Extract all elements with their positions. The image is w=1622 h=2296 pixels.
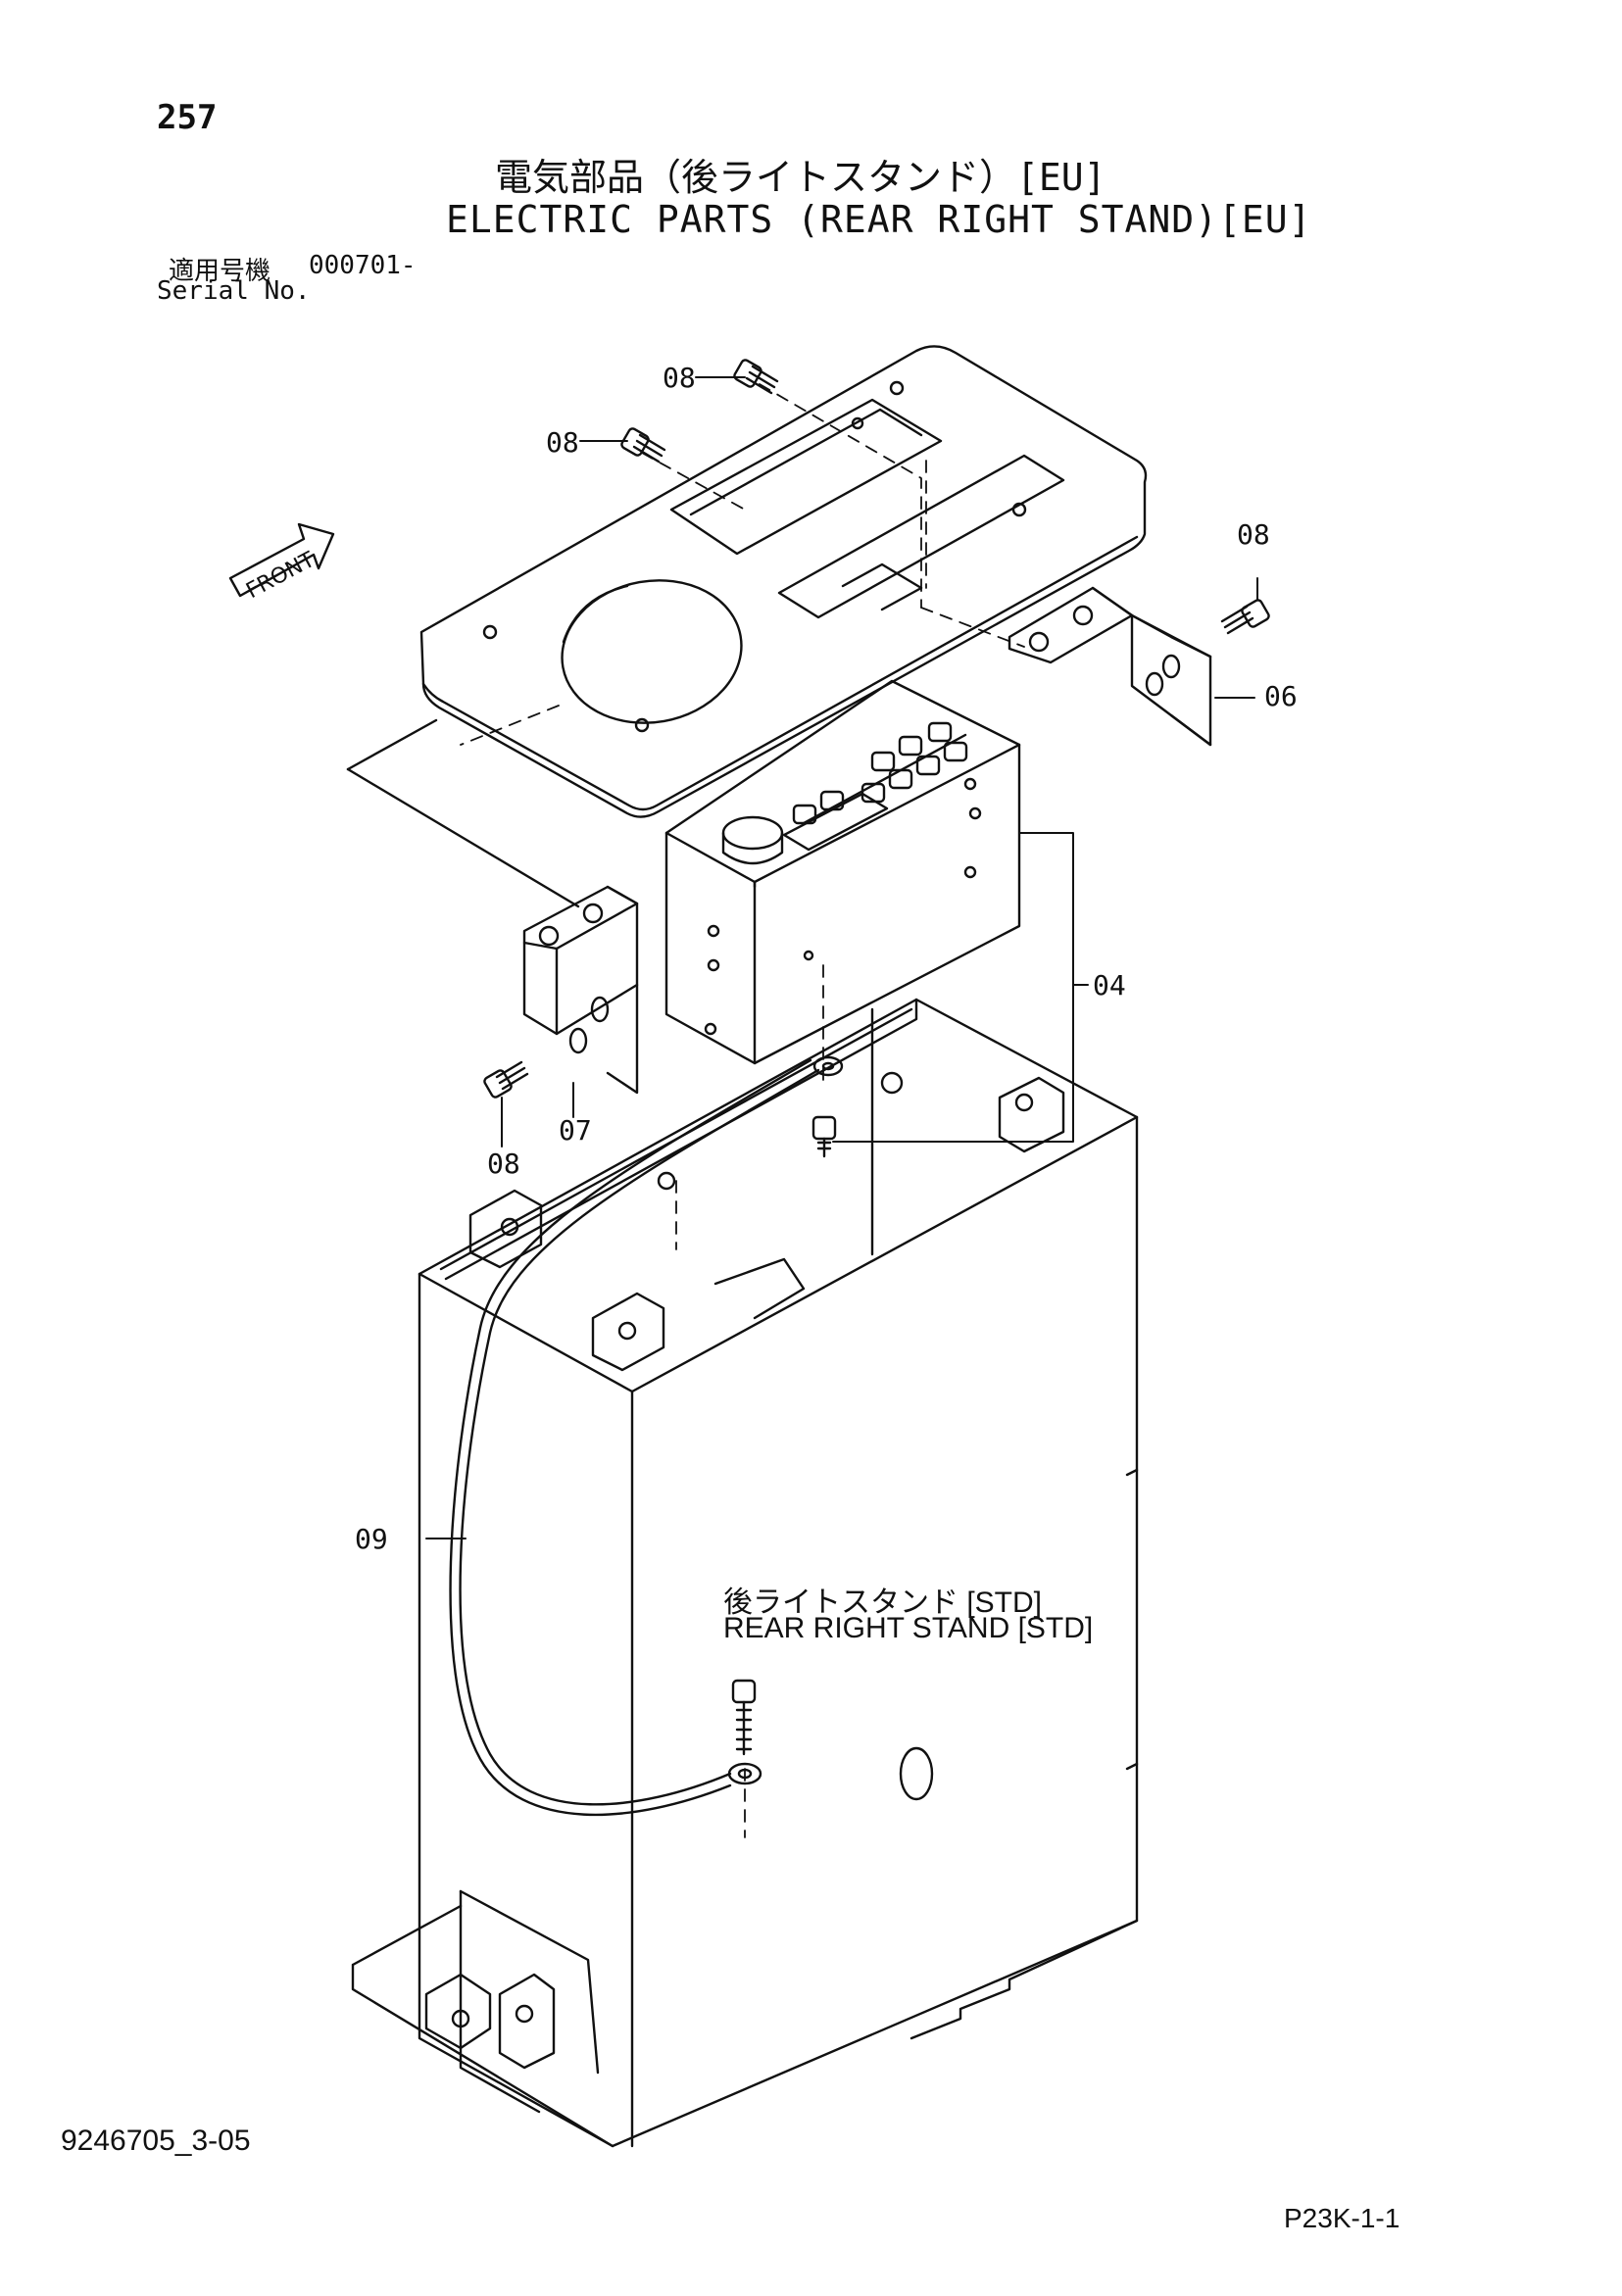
ground-cable <box>449 1058 820 1817</box>
callout-label-06: 06 <box>1264 680 1298 712</box>
sheet-id: P23K-1-1 <box>1284 2203 1401 2233</box>
callout-label-08-top: 08 <box>663 362 696 394</box>
front-direction-arrow <box>228 522 335 598</box>
drawing-id: 9246705_3-05 <box>61 2125 251 2157</box>
callout-label-08-left: 08 <box>487 1148 520 1180</box>
left-bracket <box>522 885 639 1095</box>
serial-label-english: Serial No. <box>157 276 311 306</box>
callout-leader-lines <box>425 376 1258 1539</box>
controller-unit <box>664 679 1021 1065</box>
assembly-guide-lines <box>460 383 1025 1838</box>
stand-label-english: REAR RIGHT STAND [STD] <box>723 1612 1094 1644</box>
serial-label-japanese: 適用号機 <box>169 257 271 286</box>
front-marker-label: FRONT <box>242 548 319 605</box>
page-title-english: ELECTRIC PARTS (REAR RIGHT STAND)[EU] <box>446 198 1312 241</box>
right-bracket <box>1008 586 1212 747</box>
callout-label-08-plate: 08 <box>546 426 579 459</box>
page-title-japanese: 電気部品（後ライトスタンド）[EU] <box>495 156 1106 199</box>
bolt-group <box>483 359 1270 1785</box>
stand-label-japanese: 後ライトスタンド [STD] <box>723 1587 1043 1619</box>
page-number: 257 <box>157 98 218 137</box>
callout-label-07: 07 <box>559 1114 592 1147</box>
callout-label-04: 04 <box>1093 969 1126 1001</box>
serial-number-value: 000701- <box>309 251 417 280</box>
rear-right-stand-body <box>351 998 1139 2148</box>
callout-label-09: 09 <box>355 1523 388 1555</box>
callout-label-08-right: 08 <box>1237 518 1270 551</box>
top-mounting-plate <box>419 345 1148 818</box>
